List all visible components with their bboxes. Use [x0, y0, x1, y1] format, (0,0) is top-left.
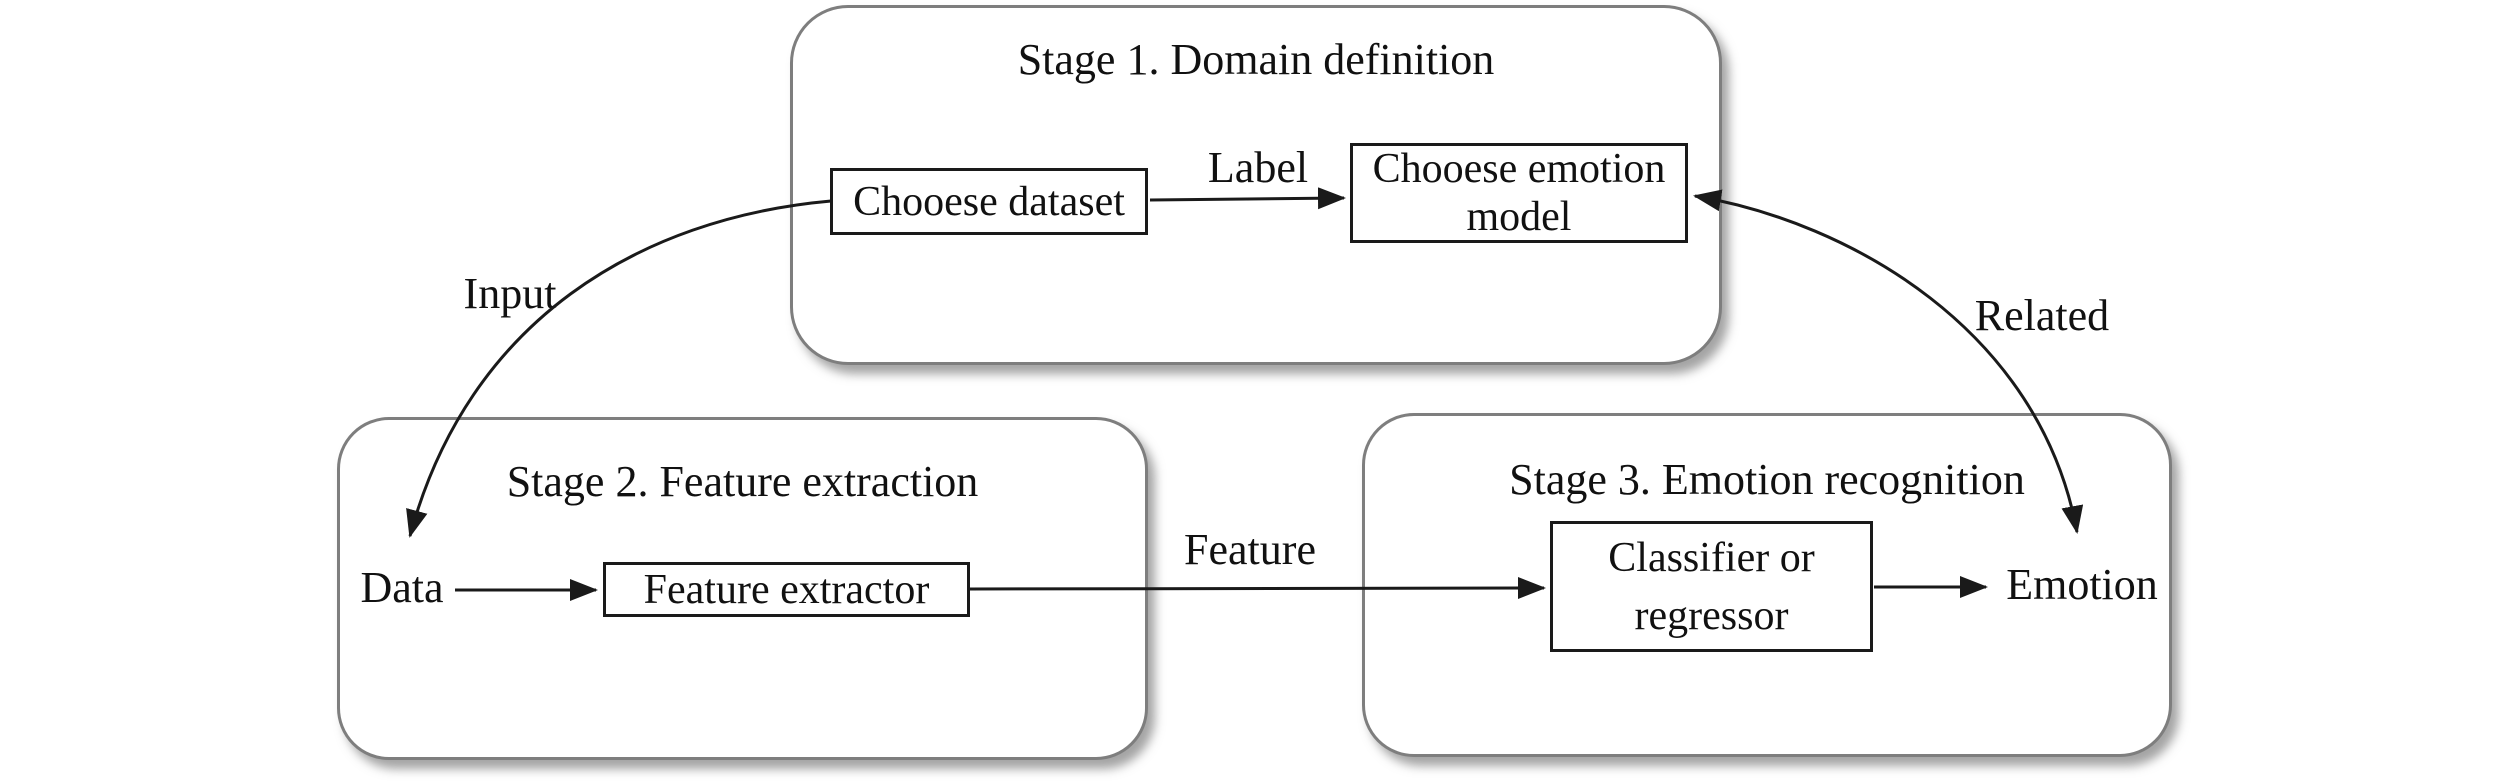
edge-label-label: Label [1207, 143, 1309, 192]
node-data-label: Data [360, 563, 444, 612]
edge-label-feature: Feature [1184, 525, 1316, 574]
edge-label-related: Related [1974, 291, 2110, 340]
node-classifier-or-regressor: Classifier or regressor [1550, 521, 1873, 652]
stage3-title: Stage 3. Emotion recognition [1509, 455, 2025, 504]
node-choose-dataset: Chooese dataset [830, 168, 1148, 235]
stage1-title: Stage 1. Domain definition [1017, 35, 1495, 84]
node-emotion-label: Emotion [2006, 560, 2158, 609]
edge-label-input: Input [463, 269, 557, 318]
node-feature-extractor: Feature extractor [603, 562, 970, 617]
node-choose-emotion-model: Chooese emotion model [1350, 143, 1688, 243]
stage2-title: Stage 2. Feature extraction [506, 457, 979, 506]
